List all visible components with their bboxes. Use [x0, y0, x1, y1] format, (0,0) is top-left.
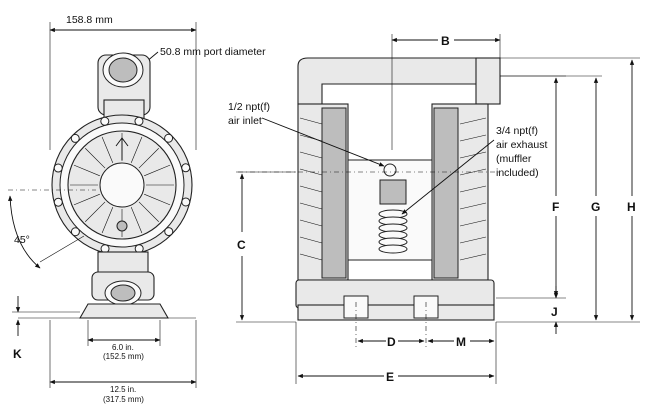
- side-air-inlet: [383, 163, 397, 177]
- side-view: B 1/2 npt(f) air inlet 3/4 npt(f) air ex…: [228, 32, 640, 384]
- front-rib: [144, 193, 171, 206]
- front-rib: [73, 164, 100, 177]
- f-label: F: [552, 200, 559, 214]
- overall-width-mm: (317.5 mm): [103, 395, 144, 404]
- overall-width-in: 12.5 in.: [110, 385, 136, 394]
- front-center-plug: [116, 220, 128, 232]
- front-rib: [138, 148, 159, 169]
- top-width-label: 158.8 mm: [66, 14, 113, 26]
- air-inlet-leader: [261, 117, 385, 167]
- side-air-valve: [379, 179, 407, 205]
- side-rib: [299, 253, 323, 261]
- front-rib: [101, 207, 114, 234]
- h-label: H: [627, 200, 636, 214]
- side-rib: [459, 168, 487, 176]
- e-label: E: [386, 370, 394, 384]
- exhaust-leader: [401, 139, 495, 215]
- front-rib: [130, 136, 143, 163]
- top-width-label-bg: [62, 12, 146, 26]
- angle-label: 45°: [14, 234, 30, 246]
- front-view: 158.8 mm 50.8 mm port diameter 45°: [8, 12, 266, 404]
- side-rib: [299, 151, 323, 159]
- front-bolt: [70, 133, 80, 143]
- side-rib: [299, 219, 323, 227]
- side-rib: [299, 202, 323, 210]
- angle-arc: [8, 195, 41, 269]
- side-left-clamp: [321, 107, 347, 279]
- side-rib: [299, 185, 323, 193]
- muffler-coil: [378, 244, 408, 254]
- front-bolt: [70, 227, 80, 237]
- b-label-bg: [438, 32, 454, 46]
- port-diameter-label: 50.8 mm port diameter: [160, 46, 266, 58]
- front-rib: [138, 201, 159, 222]
- m-label: M: [456, 335, 466, 349]
- front-bolt: [100, 116, 110, 126]
- d-label: D: [387, 335, 396, 349]
- exhaust-line3: (muffler: [496, 153, 532, 165]
- side-base: [297, 304, 495, 321]
- front-bolt: [181, 197, 191, 207]
- front-bolt: [134, 116, 144, 126]
- front-rib: [130, 207, 143, 234]
- front-bolt: [53, 163, 63, 173]
- side-rib: [459, 134, 487, 142]
- side-rib: [299, 117, 323, 125]
- front-bolt: [53, 197, 63, 207]
- side-top-manifold: [297, 57, 501, 105]
- front-bolt: [181, 163, 191, 173]
- front-lower-neck: [97, 251, 149, 275]
- side-rib: [459, 117, 487, 125]
- front-bolt: [164, 133, 174, 143]
- side-rib: [459, 219, 487, 227]
- angle-line: [39, 235, 85, 263]
- side-ribs: [299, 117, 487, 261]
- exhaust-line1: 3/4 npt(f): [496, 125, 538, 137]
- side-outlet-port: [475, 57, 501, 105]
- front-bottom-port-inner: [110, 284, 136, 302]
- side-rib: [459, 185, 487, 193]
- c-label: C: [237, 238, 246, 252]
- front-rib: [101, 136, 114, 163]
- side-right-clamp: [433, 107, 459, 279]
- mount-width-mm: (152.5 mm): [103, 352, 144, 361]
- side-rib: [459, 236, 487, 244]
- front-foot: [79, 303, 169, 319]
- front-top-port-inner: [108, 57, 138, 83]
- side-rib: [299, 236, 323, 244]
- front-rib: [73, 193, 100, 206]
- front-flow-arrow: [115, 137, 129, 160]
- k-label: K: [13, 347, 22, 361]
- front-rib: [85, 201, 106, 222]
- j-label: J: [551, 305, 558, 319]
- side-rib: [459, 202, 487, 210]
- exhaust-line2: air exhaust: [496, 139, 547, 151]
- g-label: G: [591, 200, 600, 214]
- air-inlet-line1: 1/2 npt(f): [228, 101, 270, 113]
- side-muffler: [378, 209, 408, 254]
- air-inlet-line2: air inlet: [228, 115, 262, 127]
- front-rib: [85, 148, 106, 169]
- front-hub: [99, 162, 145, 208]
- side-rib: [459, 253, 487, 261]
- b-label: B: [441, 34, 450, 48]
- exhaust-line4: included): [496, 167, 539, 179]
- side-rib: [459, 151, 487, 159]
- front-bolt: [164, 227, 174, 237]
- front-bolts: [53, 116, 191, 254]
- side-bottom-manifold: [295, 279, 495, 309]
- front-rib: [144, 164, 171, 177]
- mount-width-in: 6.0 in.: [112, 343, 134, 352]
